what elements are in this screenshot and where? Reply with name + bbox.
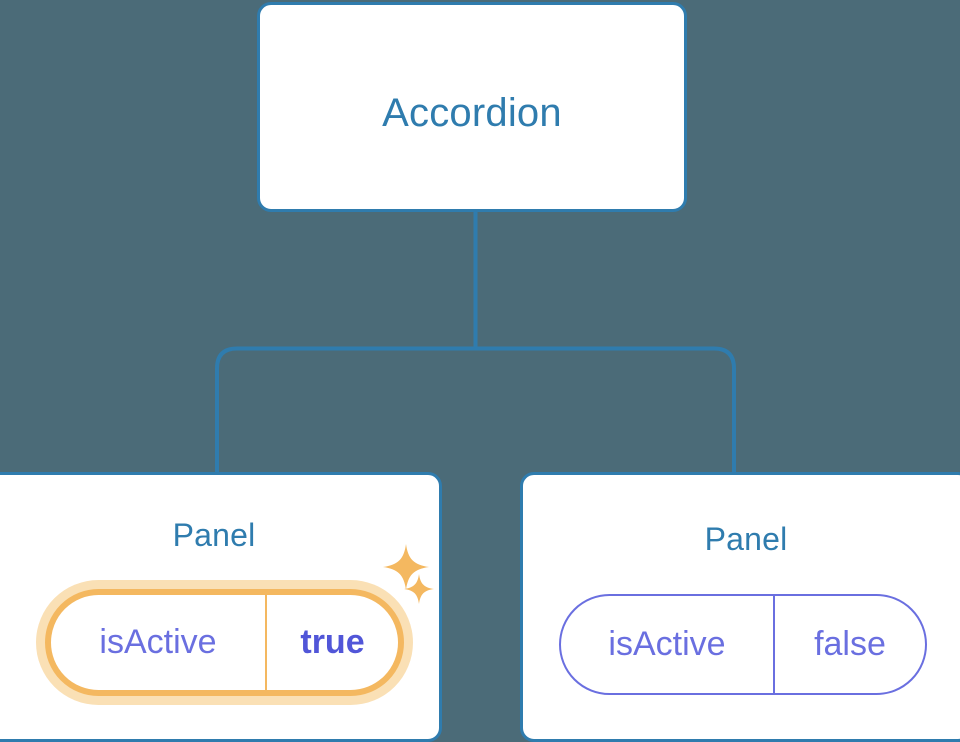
prop-value-isactive: true <box>300 623 365 661</box>
node-panel-inactive[interactable]: Panel isActive false <box>520 472 960 742</box>
node-panel-inactive-label: Panel <box>704 521 788 557</box>
prop-key-isactive: isActive <box>561 596 775 693</box>
prop-key-isactive: isActive <box>51 595 267 690</box>
connector-branch-right <box>475 346 736 474</box>
node-panel-active[interactable]: Panel isActive true <box>0 472 442 742</box>
node-panel-active-label: Panel <box>172 517 256 553</box>
prop-pill-inner: isActive true <box>45 589 404 696</box>
prop-pill-highlighted[interactable]: isActive true <box>36 580 413 705</box>
node-accordion-label: Accordion <box>382 91 562 135</box>
prop-pill-plain[interactable]: isActive false <box>559 594 927 695</box>
node-accordion[interactable]: Accordion <box>257 2 687 212</box>
prop-value-isactive: false <box>814 625 886 663</box>
connector-branch-left <box>215 346 476 474</box>
